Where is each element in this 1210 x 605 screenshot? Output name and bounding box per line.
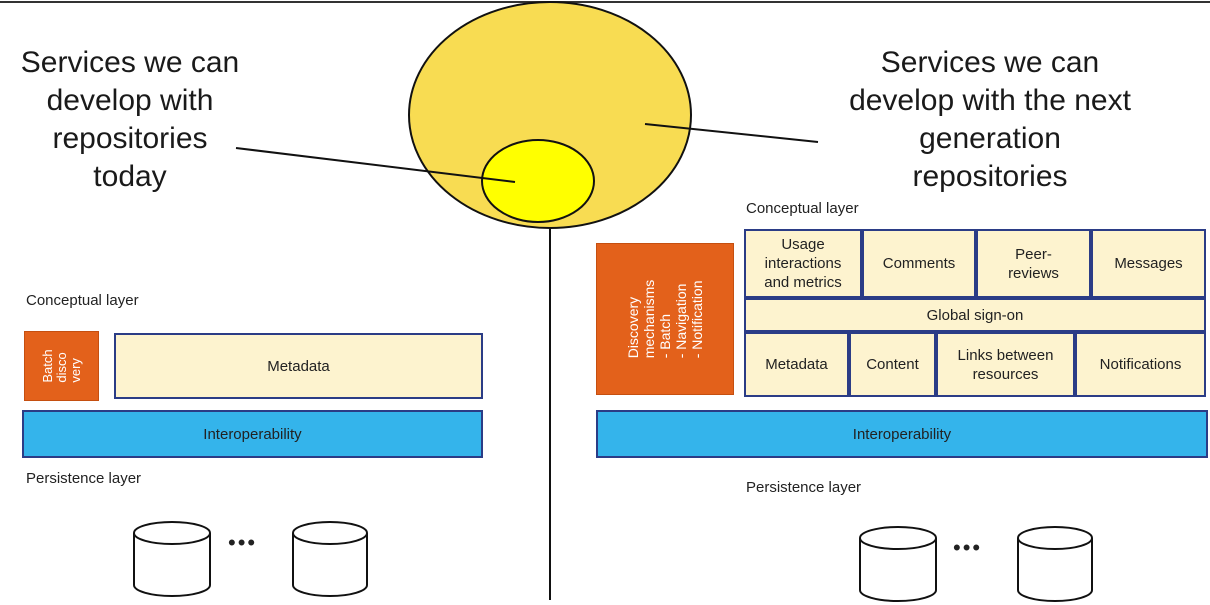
- usage-line: Usage: [781, 236, 825, 253]
- notifications-box: Notifications: [1075, 332, 1206, 397]
- batch-line: very: [67, 358, 83, 383]
- right-discovery-mechanisms-box: Discovery mechanisms - Batch - Navigatio…: [596, 243, 734, 395]
- usage-line: interactions: [764, 255, 842, 272]
- content-box: Content: [849, 332, 936, 397]
- discovery-line: Discovery: [625, 296, 641, 359]
- right-heading: Services we can develop with the next ge…: [800, 44, 1180, 196]
- right-interoperability-label: Interoperability: [852, 425, 952, 443]
- peer-line: reviews: [1008, 264, 1059, 282]
- discovery-line: mechanisms: [641, 279, 657, 359]
- batch-line: Batch: [39, 349, 55, 383]
- right-ellipsis: •••: [953, 535, 983, 560]
- left-heading: Services we can develop with repositorie…: [0, 44, 260, 196]
- left-metadata-label: Metadata: [267, 357, 330, 375]
- right-interoperability-bar: Interoperability: [596, 410, 1208, 458]
- next-gen-services-circle: [408, 1, 692, 229]
- peer-line: Peer-: [1015, 245, 1052, 263]
- links-line: resources: [972, 365, 1039, 383]
- right-persistence-layer-label: Persistence layer: [746, 479, 862, 496]
- right-metadata-label: Metadata: [765, 356, 828, 373]
- right-database-2-icon: [1017, 526, 1093, 602]
- messages-label: Messages: [1114, 255, 1183, 272]
- left-interoperability-label: Interoperability: [203, 425, 302, 443]
- left-heading-line: develop with: [46, 84, 214, 117]
- global-signon-label: Global sign-on: [926, 306, 1024, 324]
- right-heading-line: generation: [919, 122, 1061, 155]
- usage-interactions-box: Usage interactions and metrics: [744, 229, 862, 298]
- left-interoperability-bar: Interoperability: [22, 410, 483, 458]
- left-database-1-icon: [133, 521, 211, 597]
- discovery-line: - Batch: [657, 313, 673, 359]
- right-heading-line: develop with the next: [849, 84, 1131, 117]
- left-database-2-icon: [292, 521, 368, 597]
- discovery-line: - Notification: [689, 280, 705, 359]
- comments-box: Comments: [862, 229, 976, 298]
- batch-line: disco: [53, 352, 69, 383]
- left-pointer-line: [235, 147, 516, 183]
- right-database-1-icon: [859, 526, 937, 602]
- comments-label: Comments: [882, 255, 956, 272]
- messages-box: Messages: [1091, 229, 1206, 298]
- links-between-resources-box: Links between resources: [936, 332, 1075, 397]
- left-heading-line: today: [93, 160, 167, 193]
- usage-line: and metrics: [764, 274, 842, 291]
- peer-reviews-box: Peer- reviews: [976, 229, 1091, 298]
- right-metadata-box: Metadata: [744, 332, 849, 397]
- right-heading-line: repositories: [912, 160, 1068, 193]
- discovery-line: - Navigation: [673, 283, 689, 359]
- left-conceptual-layer-label: Conceptual layer: [26, 292, 139, 309]
- left-heading-line: repositories: [52, 122, 208, 155]
- content-label: Content: [866, 356, 919, 373]
- global-signon-box: Global sign-on: [744, 298, 1206, 332]
- right-heading-line: Services we can: [880, 46, 1100, 79]
- notifications-label: Notifications: [1099, 356, 1182, 373]
- right-pointer-line: [644, 123, 819, 143]
- left-persistence-layer-label: Persistence layer: [26, 470, 142, 487]
- today-services-circle: [481, 139, 595, 223]
- left-heading-line: Services we can: [20, 46, 240, 79]
- left-metadata-box: Metadata: [114, 333, 483, 399]
- right-conceptual-layer-label: Conceptual layer: [746, 200, 859, 217]
- left-ellipsis: •••: [228, 530, 258, 555]
- links-line: Links between: [957, 346, 1054, 364]
- left-batch-discovery-box: Batch disco very: [24, 331, 99, 401]
